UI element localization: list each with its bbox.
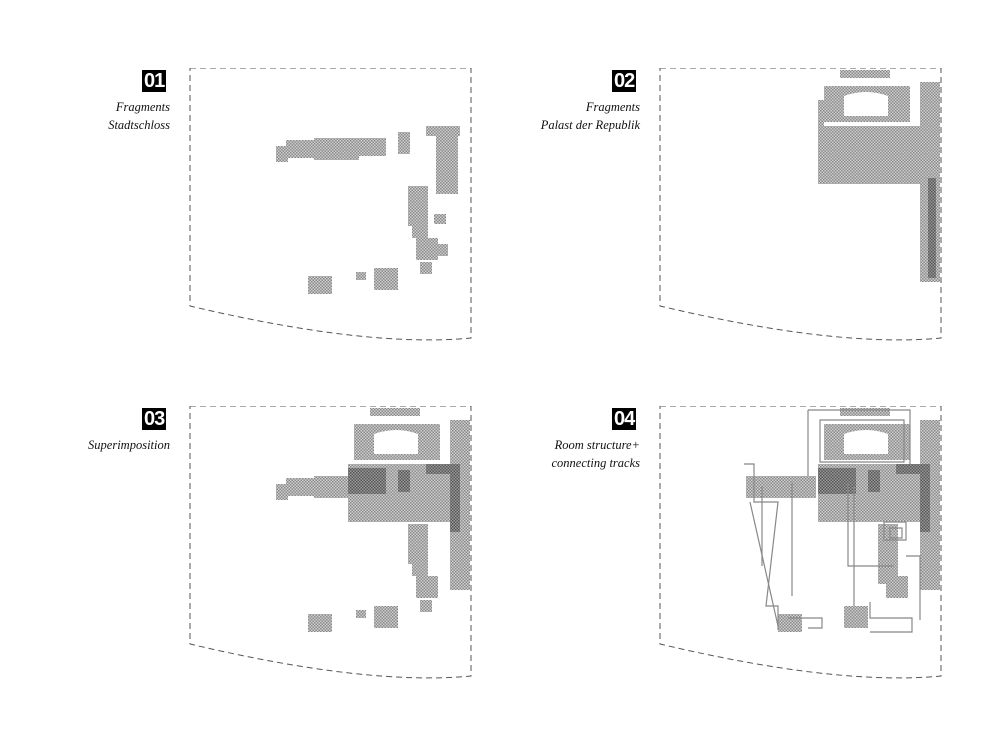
panel-caption-02: Fragments Palast der Republik	[470, 98, 640, 134]
site-boundary	[659, 68, 942, 341]
overlap-zones	[348, 464, 460, 532]
panel-caption-04: Room structure+ connecting tracks	[470, 436, 640, 472]
caption-line: Palast der Republik	[540, 118, 640, 132]
caption-line: Fragments	[115, 100, 170, 114]
plan-superimposition	[189, 406, 472, 679]
panel-03: 03 Superimposition	[10, 398, 480, 698]
panel-number-03: 03	[142, 408, 167, 430]
site-boundary	[659, 406, 942, 679]
plan-stadtschloss-fragments	[189, 68, 472, 341]
panel-04: 04 Room structure+ connecting tracks	[480, 398, 950, 698]
room-fragments	[746, 408, 940, 632]
panel-caption-03: Superimposition	[0, 436, 170, 454]
palast-fragments	[818, 70, 940, 282]
panel-caption-01: Fragments Stadtschloss	[0, 98, 170, 134]
overlap-zones	[818, 464, 930, 532]
panel-02: 02 Fragments Palast der Republik	[480, 60, 950, 360]
caption-line: connecting tracks	[551, 456, 640, 470]
caption-line: Superimposition	[88, 438, 170, 452]
panel-number-01: 01	[142, 70, 167, 92]
plan-room-structure	[659, 406, 942, 679]
panel-number-04: 04	[612, 408, 637, 430]
stadtschloss-fragments	[276, 126, 460, 294]
caption-line: Room structure+	[554, 438, 640, 452]
caption-line: Stadtschloss	[108, 118, 170, 132]
connecting-tracks	[744, 409, 921, 633]
superimposed-fragments	[276, 408, 470, 632]
plan-palast-fragments	[659, 68, 942, 341]
site-boundary	[189, 68, 472, 341]
panel-01: 01 Fragments Stadtschloss	[10, 60, 480, 360]
panel-number-02: 02	[612, 70, 637, 92]
caption-line: Fragments	[585, 100, 640, 114]
site-boundary	[189, 406, 472, 679]
